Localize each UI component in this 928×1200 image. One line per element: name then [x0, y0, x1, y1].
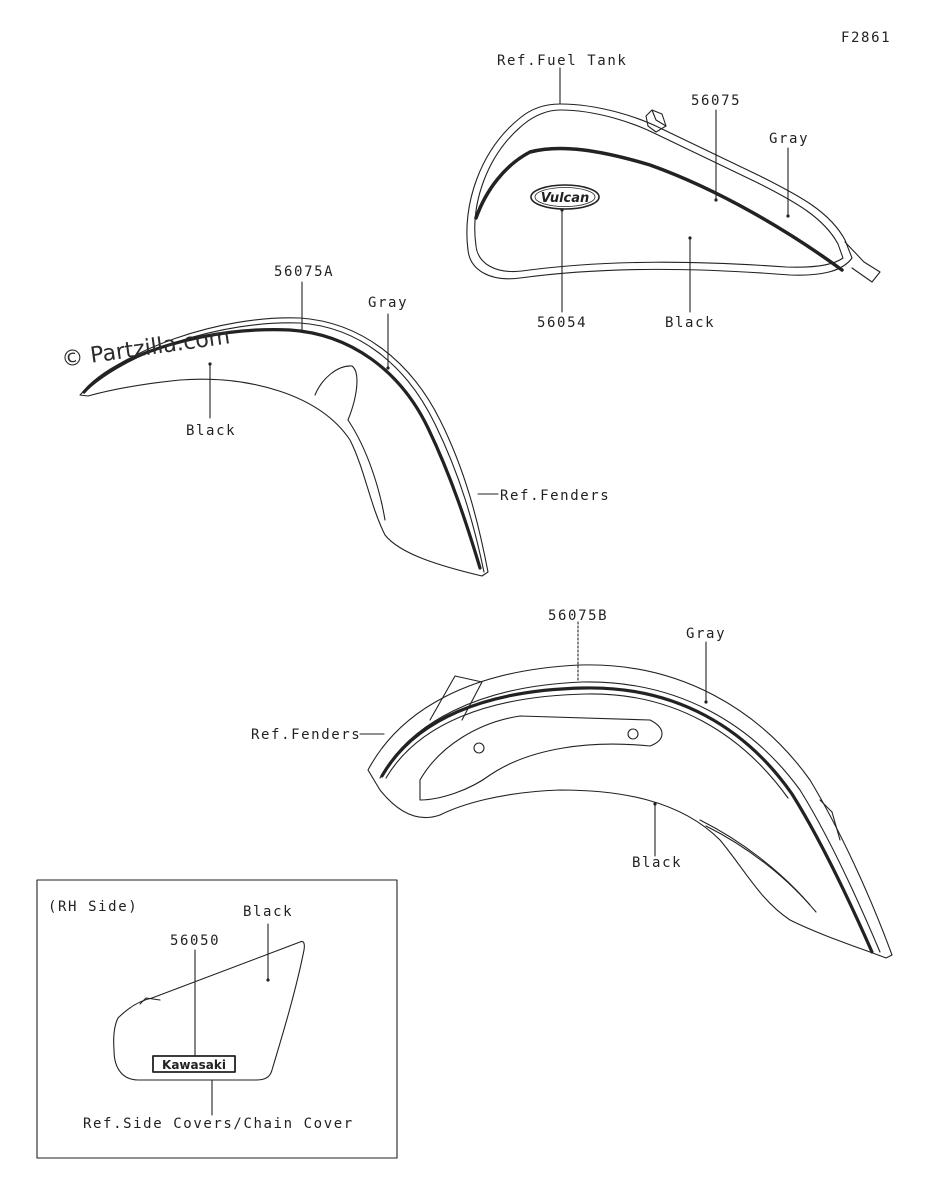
fuel-tank-emblem-part-number: 56054 [537, 315, 588, 331]
fuel-tank-drawing [466, 67, 881, 313]
rear-fender-ref-label: Ref.Fenders [251, 727, 362, 743]
figure-code: F2861 [841, 30, 892, 46]
side-cover-ref-label: Ref.Side Covers/Chain Cover [83, 1116, 354, 1132]
fuel-tank-ref-label: Ref.Fuel Tank [497, 53, 628, 69]
kawasaki-emblem [152, 1055, 236, 1073]
fuel-tank-color-lower: Black [665, 315, 716, 331]
fuel-tank-part-number: 56075 [691, 93, 742, 109]
rear-fender-drawing [359, 621, 893, 959]
kawasaki-emblem-text: Kawasaki [162, 1058, 226, 1072]
fuel-tank-color-upper: Gray [769, 131, 810, 147]
rear-fender-color-upper: Gray [686, 626, 727, 642]
front-fender-ref-label: Ref.Fenders [500, 488, 611, 504]
front-fender-color-lower: Black [186, 423, 237, 439]
side-cover-drawing [113, 923, 305, 1116]
fuel-tank-emblem [530, 184, 600, 210]
side-cover-inset-frame [36, 879, 398, 1159]
front-fender-part-number: 56075A [274, 264, 335, 280]
side-cover-side-label: (RH Side) [48, 899, 139, 915]
rear-fender-part-number: 56075B [548, 608, 609, 624]
front-fender-color-upper: Gray [368, 295, 409, 311]
side-cover-part-number: 56050 [170, 933, 221, 949]
rear-fender-color-lower: Black [632, 855, 683, 871]
side-cover-color: Black [243, 904, 294, 920]
front-fender-drawing [79, 281, 499, 577]
fuel-tank-stripe [474, 146, 844, 272]
fuel-tank-emblem-text: Vulcan [541, 191, 590, 206]
